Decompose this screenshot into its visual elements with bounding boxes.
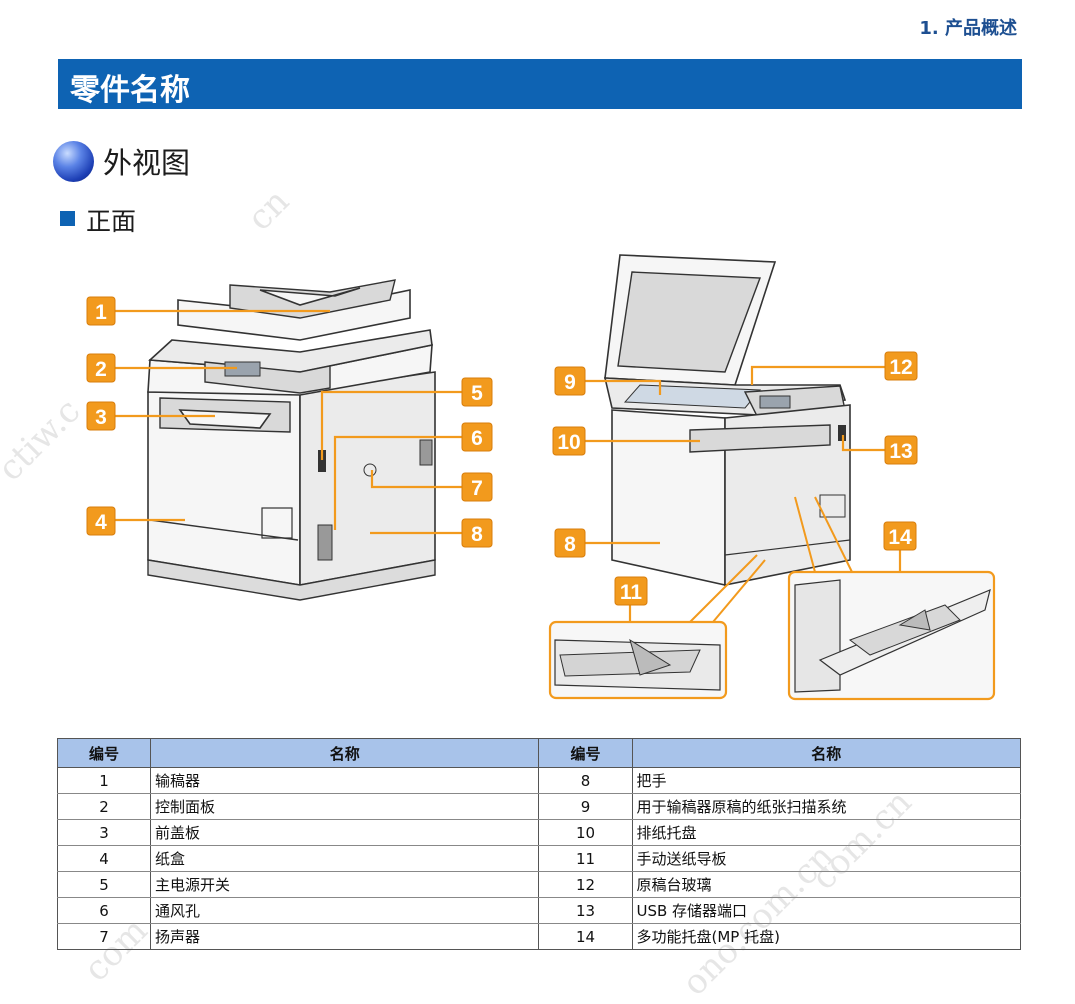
cell-number: 8 xyxy=(538,767,633,794)
cell-name: 扬声器 xyxy=(150,923,540,950)
callout-label: 5 xyxy=(471,382,483,405)
callout-label: 6 xyxy=(471,427,483,450)
table-row: 6 通风孔 13 USB 存储器端口 xyxy=(56,897,1021,924)
cell-number: 3 xyxy=(56,819,152,846)
inset-mp-tray xyxy=(787,570,996,701)
printer-right-illustration xyxy=(603,254,851,586)
callout-label: 4 xyxy=(95,511,107,534)
callout-label: 14 xyxy=(888,526,912,549)
callout-label: 3 xyxy=(95,406,107,429)
callout-label: 8 xyxy=(564,533,576,556)
callout-4: 4 xyxy=(86,506,116,536)
cell-number: 9 xyxy=(538,793,633,820)
square-bullet-icon xyxy=(60,211,75,226)
col-header-name: 名称 xyxy=(150,738,540,768)
cell-number: 6 xyxy=(56,897,152,924)
callout-label: 12 xyxy=(889,356,912,379)
callout-8-right: 8 xyxy=(554,528,586,558)
cell-name: 原稿台玻璃 xyxy=(631,871,1021,898)
cell-name: 排纸托盘 xyxy=(631,819,1021,846)
col-header-name: 名称 xyxy=(631,738,1021,768)
callout-5: 5 xyxy=(461,377,493,407)
cell-name: 用于输稿器原稿的纸张扫描系统 xyxy=(631,793,1021,820)
callout-1: 1 xyxy=(86,296,116,326)
callout-label: 13 xyxy=(889,440,912,463)
section-title: 外视图 xyxy=(103,146,191,180)
callout-14: 14 xyxy=(883,521,917,551)
cell-number: 2 xyxy=(56,793,152,820)
table-row: 1 输稿器 8 把手 xyxy=(56,767,1021,794)
cell-number: 7 xyxy=(56,923,152,950)
callout-2: 2 xyxy=(86,353,116,383)
callout-8: 8 xyxy=(461,518,493,548)
cell-name: 主电源开关 xyxy=(150,871,540,898)
table-row: 4 纸盒 11 手动送纸导板 xyxy=(56,845,1021,872)
callout-label: 2 xyxy=(95,358,107,381)
page-banner: 零件名称 xyxy=(58,59,1022,109)
callout-label: 7 xyxy=(471,477,483,500)
cell-number: 14 xyxy=(538,923,633,950)
cell-name: 手动送纸导板 xyxy=(631,845,1021,872)
callout-label: 11 xyxy=(620,581,643,604)
table-row: 2 控制面板 9 用于输稿器原稿的纸张扫描系统 xyxy=(56,793,1021,820)
cell-number: 13 xyxy=(538,897,633,924)
col-header-number: 编号 xyxy=(538,738,633,768)
cell-number: 5 xyxy=(56,871,152,898)
callout-9: 9 xyxy=(554,366,586,396)
callout-label: 10 xyxy=(557,431,580,454)
subsection-title: 正面 xyxy=(86,207,137,236)
col-header-number: 编号 xyxy=(56,738,152,768)
cell-name: USB 存储器端口 xyxy=(631,897,1021,924)
cell-number: 1 xyxy=(56,767,152,794)
section-bullet-icon xyxy=(53,141,94,182)
cell-number: 10 xyxy=(538,819,633,846)
callout-13: 13 xyxy=(884,435,918,465)
table-row: 7 扬声器 14 多功能托盘(MP 托盘) xyxy=(56,923,1021,950)
callout-label: 8 xyxy=(471,523,483,546)
cell-name: 通风孔 xyxy=(150,897,540,924)
cell-number: 12 xyxy=(538,871,633,898)
callout-7: 7 xyxy=(461,472,493,502)
cell-name: 把手 xyxy=(631,767,1021,794)
cell-name: 输稿器 xyxy=(150,767,540,794)
cell-name: 前盖板 xyxy=(150,819,540,846)
printer-left-illustration xyxy=(147,279,436,601)
cell-number: 11 xyxy=(538,845,633,872)
cell-name: 多功能托盘(MP 托盘) xyxy=(631,923,1021,950)
page-title: 零件名称 xyxy=(70,73,190,108)
callout-3: 3 xyxy=(86,401,116,431)
parts-table: 编号 名称 编号 名称 1 输稿器 8 把手 2 控制面板 9 用于输稿器原稿的… xyxy=(56,738,1021,950)
cell-number: 4 xyxy=(56,845,152,872)
callout-11: 11 xyxy=(614,576,648,606)
callout-12: 12 xyxy=(884,351,918,381)
callout-6: 6 xyxy=(461,422,493,452)
table-row: 3 前盖板 10 排纸托盘 xyxy=(56,819,1021,846)
callout-label: 1 xyxy=(95,301,107,324)
table-header-row: 编号 名称 编号 名称 xyxy=(56,738,1021,768)
cell-name: 纸盒 xyxy=(150,845,540,872)
table-row: 5 主电源开关 12 原稿台玻璃 xyxy=(56,871,1021,898)
callout-10: 10 xyxy=(552,426,586,456)
printer-front-figure: 1 2 3 4 5 6 7 8 9 10 11 12 13 14 8 xyxy=(86,254,996,701)
cell-name: 控制面板 xyxy=(150,793,540,820)
inset-manual-feed-guide xyxy=(548,620,728,700)
callout-label: 9 xyxy=(564,371,576,394)
chapter-header: 1. 产品概述 xyxy=(919,18,1017,39)
